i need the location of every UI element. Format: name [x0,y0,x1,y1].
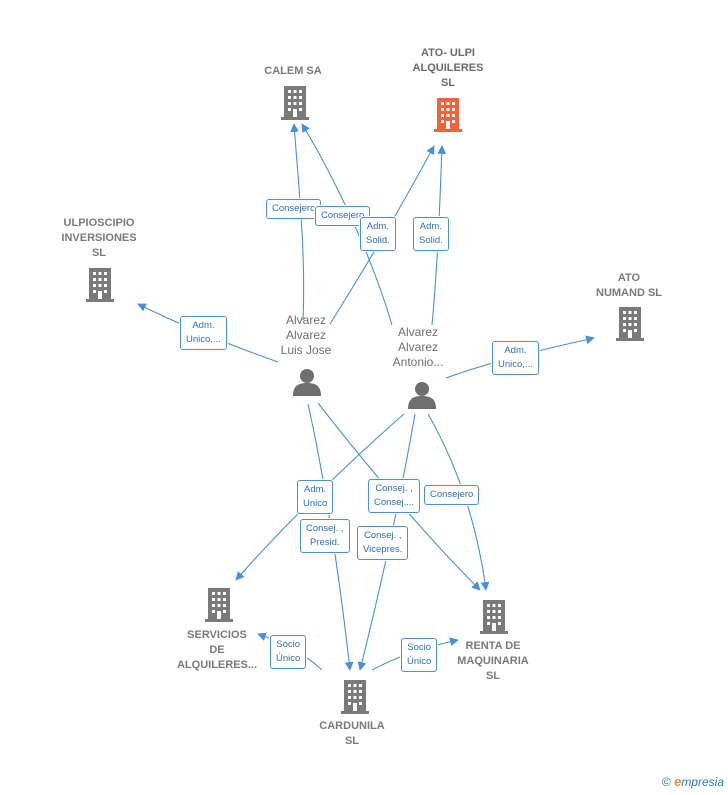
relation-label[interactable]: Consejero [266,199,322,219]
building-icon-ato-ulpi[interactable] [434,98,462,132]
copyright-symbol: © [661,775,671,789]
relation-label[interactable]: Socio Único [270,635,307,669]
company-label-servicios[interactable]: SERVICIOS DE ALQUILERES... [176,629,258,671]
brand-name: mpresia [681,775,724,789]
company-label-ato-numand[interactable]: ATO NUMAND SL [596,272,662,299]
relation-label[interactable]: Consej. , Vicepres. [357,526,409,560]
relation-label[interactable]: Consej. , Consej.... [368,479,421,513]
relation-label[interactable]: Adm. Unico,... [180,316,227,350]
relation-label[interactable]: Adm. Unico [297,480,334,514]
person-label-luis-jose[interactable]: Alvarez Alvarez Luis Jose [280,313,332,357]
relation-label[interactable]: Consejero [424,485,480,505]
building-icon-renta[interactable] [480,600,508,634]
relation-label[interactable]: Consej. , Presid. [300,519,350,553]
person-label-antonio[interactable]: Alvarez Alvarez Antonio... [392,325,444,369]
relation-label[interactable]: Adm. Solid. [413,217,449,251]
relation-label[interactable]: Adm. Solid. [360,217,396,251]
company-label-ulpioscipio[interactable]: ULPIOSCIPIO INVERSIONES SL [61,217,137,259]
building-icon-cardunila[interactable] [341,680,369,714]
company-label-ato-ulpi[interactable]: ATO- ULPI ALQUILERES SL [412,47,484,89]
relation-label[interactable]: Consejero [315,206,371,226]
person-icon-antonio[interactable] [408,382,436,409]
relation-label[interactable]: Adm. Unico,... [492,341,539,375]
brand-initial: e [674,774,682,789]
footer-brand[interactable]: © empresia [662,774,724,789]
relation-label[interactable]: Socio Único [401,638,438,672]
person-icon-luis-jose[interactable] [293,369,321,396]
company-label-cardunila[interactable]: CARDUNILA SL [319,720,385,747]
edge-luis-calem [290,123,305,321]
building-icon-ulpioscipio[interactable] [86,268,114,302]
building-icon-ato-numand[interactable] [616,307,644,341]
building-icon-calem[interactable] [281,86,309,120]
building-icon-servicios[interactable] [205,588,233,622]
company-label-renta[interactable]: RENTA DE MAQUINARIA SL [457,640,529,682]
company-label-calem[interactable]: CALEM SA [264,65,322,77]
